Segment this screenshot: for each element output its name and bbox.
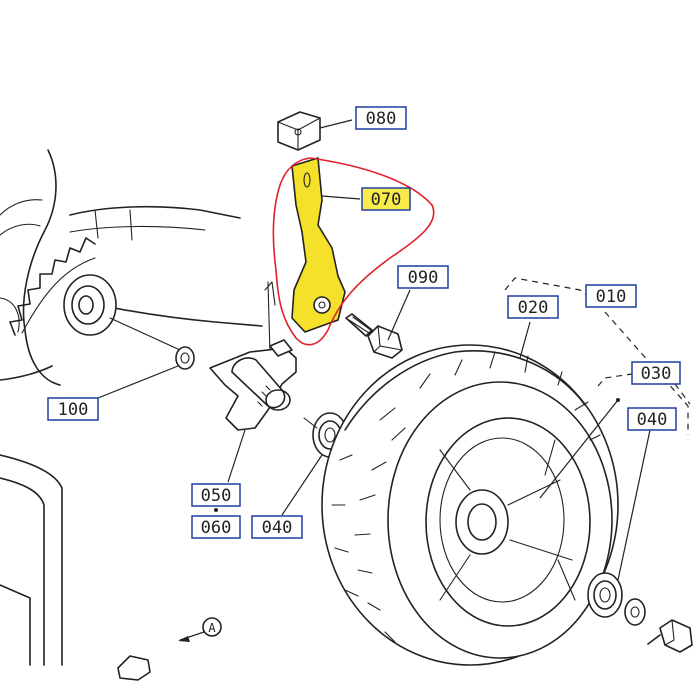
handle-tube [0, 454, 63, 666]
label-050-text: 050 [201, 486, 232, 506]
leader-lines [319, 119, 411, 341]
bottom-clip [117, 655, 151, 681]
deck-hub [63, 274, 181, 351]
label-040-right: 040 [627, 407, 677, 431]
part-080-block [277, 111, 321, 151]
label-040-right-text: 040 [637, 410, 668, 430]
label-040-left-text: 040 [262, 518, 293, 538]
label-020-text: 020 [518, 298, 549, 318]
label-030: 030 [631, 361, 681, 385]
right-washer [624, 598, 646, 626]
label-090: 090 [397, 265, 449, 289]
label-040-left: 040 [251, 515, 303, 539]
label-070-text: 070 [371, 190, 402, 210]
gear-teeth [9, 237, 96, 336]
label-080-text: 080 [366, 109, 397, 129]
axle-line [539, 398, 620, 499]
pivot-bracket [209, 281, 297, 483]
part-020-wheel [321, 321, 619, 666]
right-bolt [647, 619, 693, 653]
mower-deck [0, 149, 263, 386]
part-070-lever [291, 157, 346, 333]
highlight-circle [272, 157, 435, 346]
label-080: 080 [355, 106, 407, 130]
part-040-bearing-right [587, 429, 651, 618]
label-060: 060 [191, 515, 241, 539]
label-050: 050 [191, 483, 241, 507]
label-010-text: 010 [596, 287, 627, 307]
label-070: 070 [361, 187, 411, 211]
label-050-060-dot [214, 508, 218, 512]
callout-a-text: A [208, 621, 216, 635]
label-060-text: 060 [201, 518, 232, 538]
part-100-washer [97, 346, 195, 399]
label-030-text: 030 [641, 364, 672, 384]
label-100: 100 [47, 397, 99, 421]
callout-a: A [178, 617, 222, 642]
label-090-text: 090 [408, 268, 439, 288]
assembly-brackets [504, 277, 691, 435]
part-090-bolt [345, 313, 403, 359]
label-100-text: 100 [58, 400, 89, 420]
label-010: 010 [585, 284, 637, 308]
label-020: 020 [507, 295, 559, 319]
